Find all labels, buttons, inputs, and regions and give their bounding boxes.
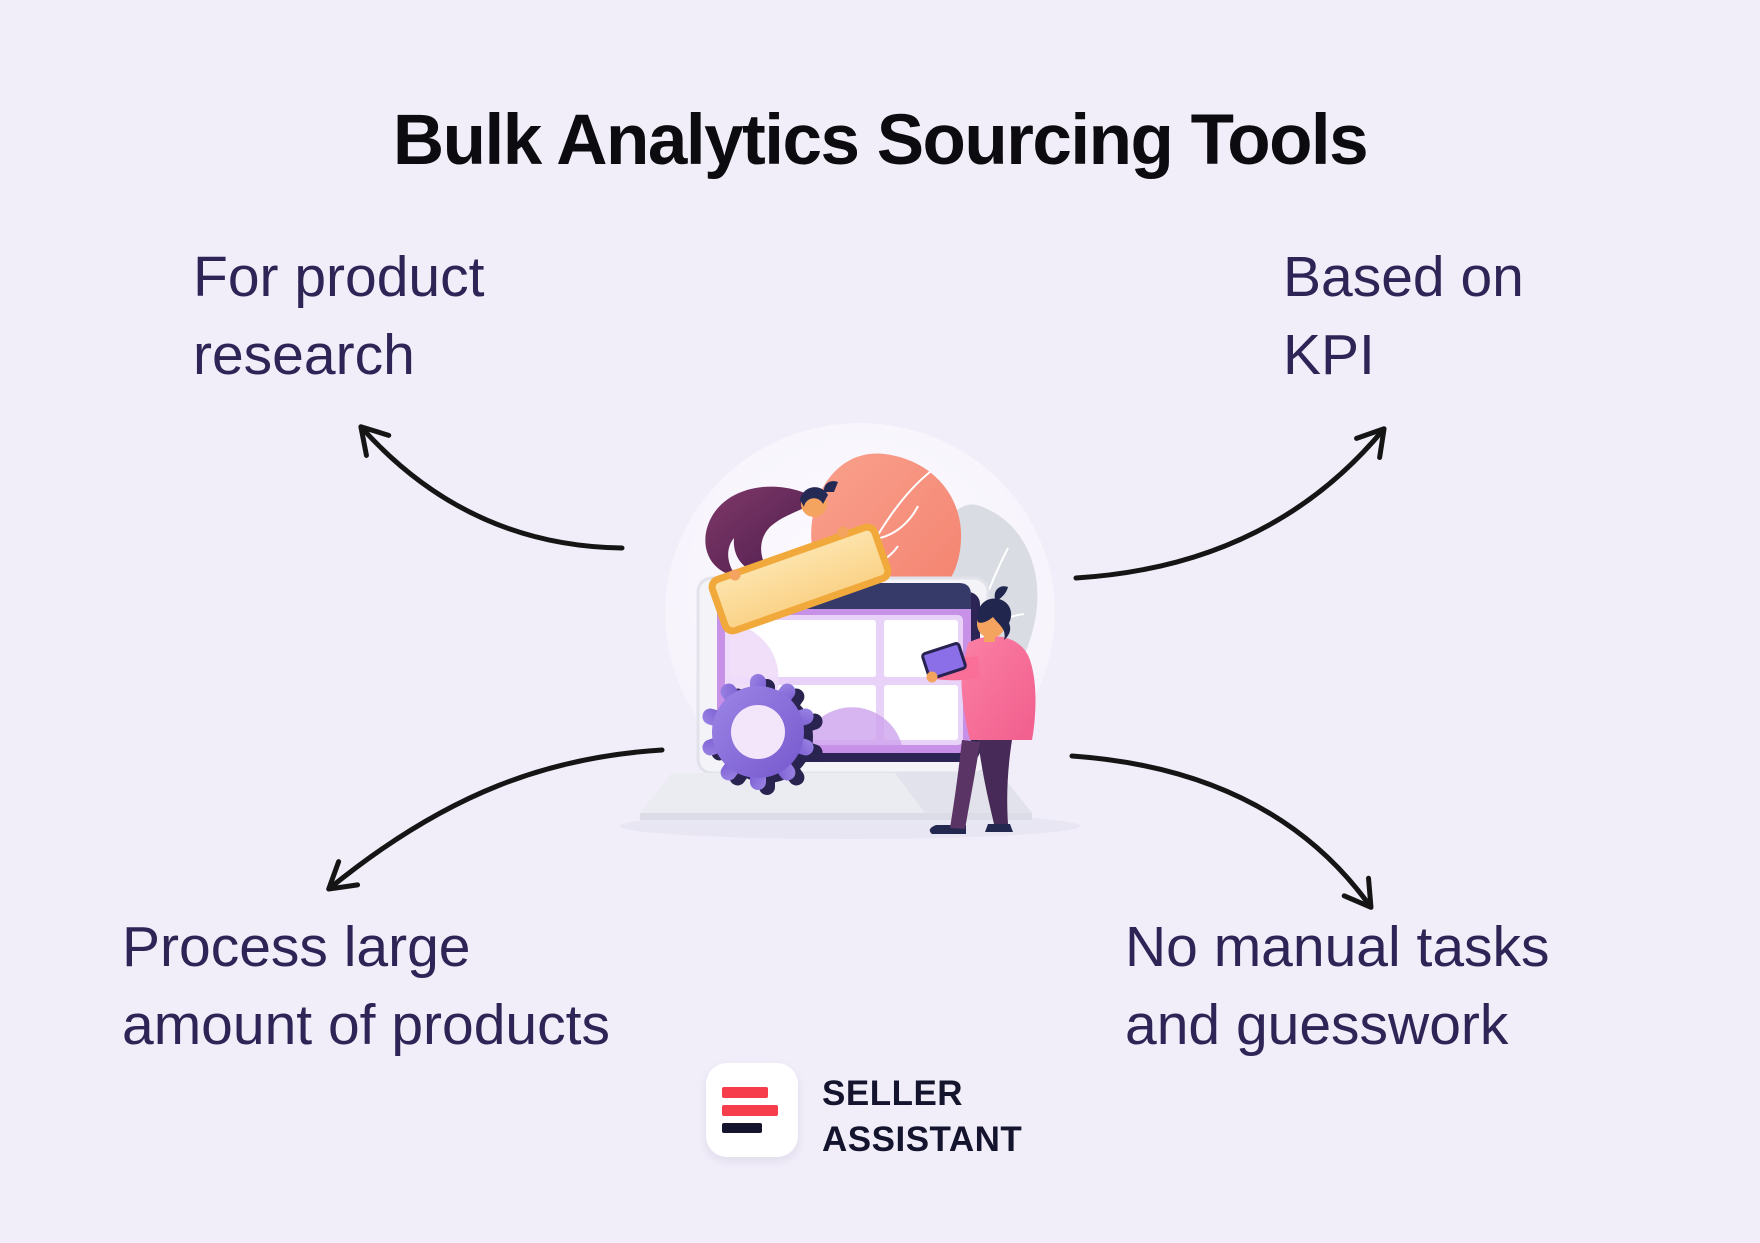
- page-title: Bulk Analytics Sourcing Tools: [392, 101, 1369, 180]
- label-line: For product: [193, 245, 485, 309]
- seller-assistant-wordmark: SELLER ASSISTANT: [822, 1063, 1022, 1163]
- acrobat-hand: [729, 569, 741, 581]
- label-line: KPI: [1283, 323, 1375, 387]
- logo-bar-red-middle: [722, 1105, 778, 1116]
- label-line: No manual tasks: [1125, 915, 1550, 979]
- label-line: Process large: [122, 915, 471, 979]
- label-line: and guesswork: [1125, 993, 1509, 1057]
- seller-assistant-logo-icon: [706, 1063, 798, 1157]
- person-with-tablet: [921, 586, 1036, 834]
- seller-assistant-logo: SELLER ASSISTANT: [706, 1063, 1022, 1163]
- label-no-manual-tasks: No manual tasks and guesswork: [1125, 908, 1550, 1064]
- gear-icon: [700, 674, 825, 795]
- acrobat-figure: [705, 481, 838, 576]
- label-for-product-research: For product research: [193, 238, 484, 394]
- tablet: [921, 642, 967, 680]
- arrow-top-left: [358, 424, 625, 551]
- logo-bar-red-top: [722, 1087, 768, 1098]
- arrow-bottom-right: [1069, 753, 1374, 910]
- arrow-top-right: [1073, 426, 1387, 581]
- yellow-banner: [708, 523, 892, 635]
- label-process-large-amount: Process large amount of products: [122, 908, 610, 1064]
- label-line: research: [193, 323, 415, 387]
- logo-word-assistant: ASSISTANT: [822, 1120, 1023, 1159]
- label-line: Based on: [1283, 245, 1524, 309]
- label-line: amount of products: [122, 993, 610, 1057]
- arrow-bottom-left: [326, 747, 665, 892]
- label-based-on-kpi: Based on KPI: [1283, 238, 1524, 394]
- logo-word-seller: SELLER: [822, 1074, 964, 1113]
- acrobat-hand: [837, 526, 849, 538]
- logo-bar-dark-bottom: [722, 1123, 762, 1133]
- bulk-analytics-illustration: [620, 423, 1080, 839]
